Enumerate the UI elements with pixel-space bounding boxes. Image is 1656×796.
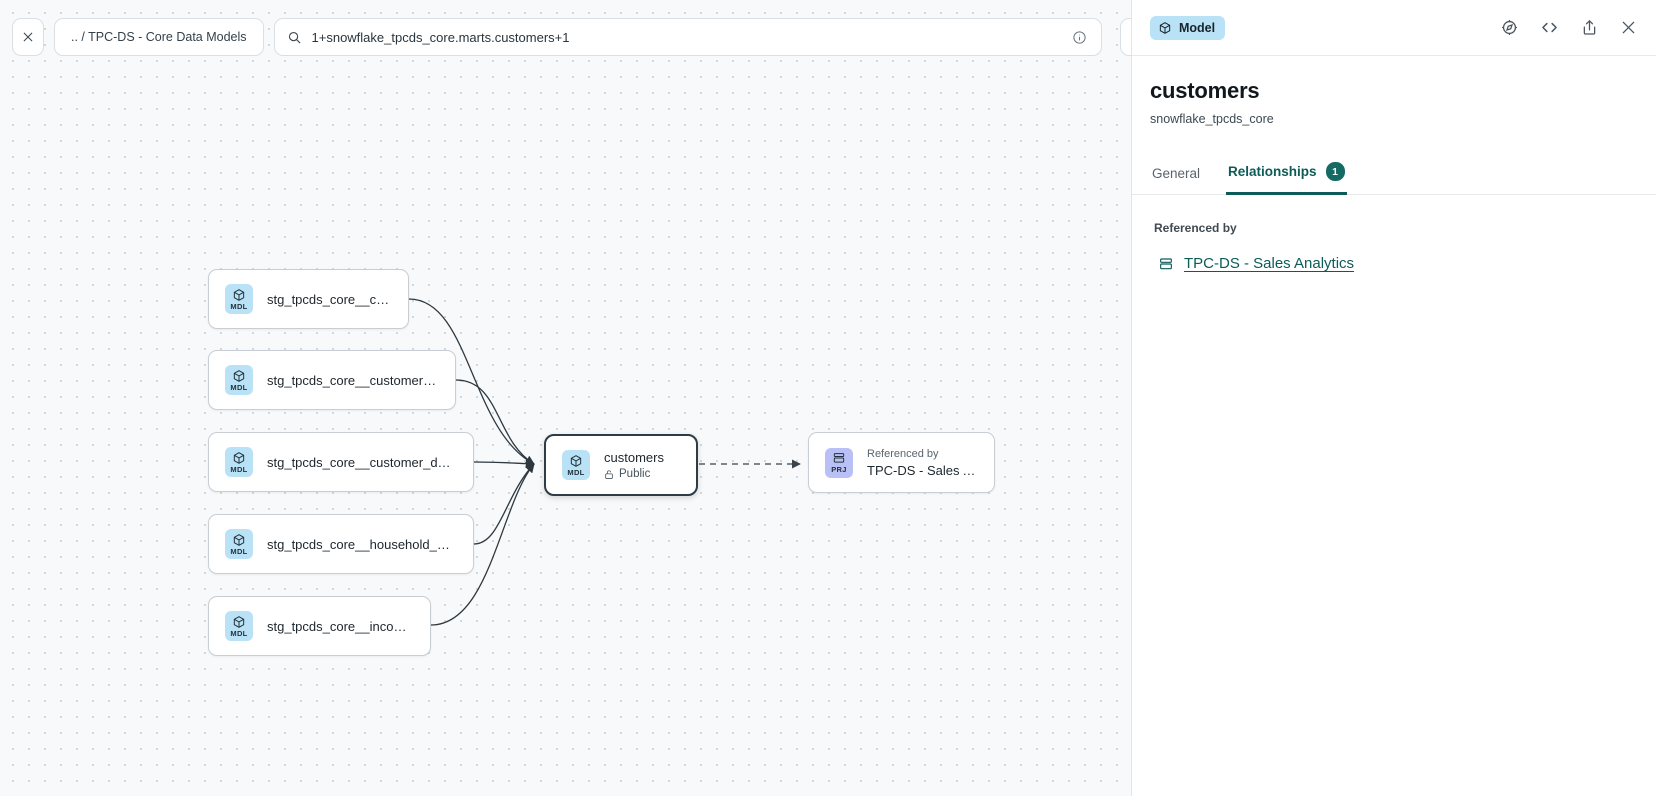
project-icon <box>833 453 845 463</box>
badge-text: MDL <box>567 467 585 477</box>
close-icon <box>23 32 33 42</box>
node-text: stg_tpcds_core__income_band <box>267 619 414 634</box>
page-subtitle: snowflake_tpcds_core <box>1150 112 1274 126</box>
node-title: stg_tpcds_core__household_demogr… <box>267 536 457 552</box>
cube-icon <box>233 369 245 382</box>
badge-text: MDL <box>230 464 248 474</box>
share-icon <box>1583 19 1596 35</box>
badge-text: MDL <box>230 382 248 392</box>
tab-general[interactable]: General <box>1150 160 1202 195</box>
search-input[interactable]: 1+snowflake_tpcds_core.marts.customers+1 <box>273 18 1102 56</box>
node-text: Referenced by TPC-DS - Sales Analytics <box>867 448 978 478</box>
search-value: 1+snowflake_tpcds_core.marts.customers+1 <box>311 29 570 45</box>
lineage-node[interactable]: MDL stg_tpcds_core__income_band <box>208 596 431 656</box>
explore-icon <box>1502 20 1517 35</box>
cube-icon <box>233 533 245 546</box>
lock-icon <box>605 469 613 479</box>
cube-icon <box>570 454 582 467</box>
code-button[interactable] <box>1539 17 1560 38</box>
panel-title-block: customers snowflake_tpcds_core <box>1132 56 1656 126</box>
tab-label: Relationships <box>1228 164 1317 179</box>
node-title: stg_tpcds_core__customer_address <box>267 372 439 388</box>
project-icon <box>1160 257 1172 269</box>
close-icon <box>1622 21 1635 34</box>
entity-type-chip: Model <box>1150 15 1226 40</box>
node-text: stg_tpcds_core__customer_address <box>267 373 439 388</box>
node-title: TPC-DS - Sales Analytics <box>867 462 978 478</box>
lineage-node-downstream[interactable]: PRJ Referenced by TPC-DS - Sales Analyti… <box>808 432 995 493</box>
entity-type-label: Model <box>1179 20 1216 35</box>
search-icon <box>288 31 301 44</box>
status-badge: 1 <box>1325 162 1345 181</box>
panel-tabs: General Relationships 1 <box>1132 156 1656 195</box>
model-badge: MDL <box>225 529 253 559</box>
cube-icon <box>1159 21 1171 34</box>
lineage-node[interactable]: MDL stg_tpcds_core__customer <box>208 269 409 329</box>
node-visibility: Public <box>604 468 664 480</box>
model-badge: MDL <box>562 450 590 480</box>
panel-header: Model <box>1132 0 1656 56</box>
list-item[interactable]: TPC-DS - Sales Analytics <box>1158 255 1638 272</box>
tab-relationships[interactable]: Relationships 1 <box>1226 156 1347 195</box>
node-title: stg_tpcds_core__income_band <box>267 618 414 634</box>
tab-label: General <box>1152 166 1201 181</box>
breadcrumb-label: .. / TPC-DS - Core Data Models <box>71 30 247 44</box>
lineage-node-selected[interactable]: MDL customers Public <box>544 434 698 496</box>
close-lineage-button[interactable] <box>12 18 44 56</box>
node-text: stg_tpcds_core__household_demogr… <box>267 537 457 552</box>
lineage-node[interactable]: MDL stg_tpcds_core__household_demogr… <box>208 514 474 574</box>
cube-icon <box>233 451 245 464</box>
breadcrumb[interactable]: .. / TPC-DS - Core Data Models <box>54 18 264 56</box>
node-text: customers Public <box>604 450 664 480</box>
details-panel: Model <box>1131 0 1656 796</box>
code-icon <box>1542 22 1557 33</box>
refresh-button[interactable] <box>1119 18 1131 56</box>
cube-icon <box>233 615 245 628</box>
lineage-node[interactable]: MDL stg_tpcds_core__customer_demogra… <box>208 432 474 492</box>
node-text: stg_tpcds_core__customer_demogra… <box>267 455 457 470</box>
node-title: customers <box>604 450 664 465</box>
close-panel-button[interactable] <box>1619 18 1638 37</box>
badge-text: PRJ <box>831 465 847 474</box>
model-badge: MDL <box>225 447 253 477</box>
share-button[interactable] <box>1580 18 1599 37</box>
model-badge: MDL <box>225 365 253 395</box>
panel-body: Referenced by TPC-DS - Sales Analytics <box>1132 195 1656 272</box>
model-badge: MDL <box>225 284 253 314</box>
cube-icon <box>233 288 245 301</box>
page-title: customers <box>1150 78 1260 103</box>
badge-text: MDL <box>230 628 248 638</box>
badge-text: MDL <box>230 301 248 311</box>
panel-actions <box>1500 17 1638 38</box>
project-badge: PRJ <box>825 447 853 478</box>
badge-text: MDL <box>230 546 248 556</box>
lineage-node[interactable]: MDL stg_tpcds_core__customer_address <box>208 350 456 410</box>
node-kicker: Referenced by <box>867 447 939 460</box>
lineage-canvas[interactable]: MDL stg_tpcds_core__customer MDL stg_tpc… <box>0 0 1131 796</box>
node-title: stg_tpcds_core__customer_demogra… <box>267 454 457 470</box>
node-text: stg_tpcds_core__customer <box>267 292 392 307</box>
explore-button[interactable] <box>1500 18 1519 37</box>
node-title: stg_tpcds_core__customer <box>267 291 392 307</box>
model-badge: MDL <box>225 611 253 641</box>
visibility-label: Public <box>619 468 651 480</box>
referenced-by-link[interactable]: TPC-DS - Sales Analytics <box>1184 255 1355 272</box>
section-label: Referenced by <box>1154 221 1237 235</box>
lineage-edges <box>408 298 801 626</box>
info-circle-icon[interactable] <box>1072 30 1087 45</box>
canvas-toolbar: .. / TPC-DS - Core Data Models 1+snowfla… <box>12 18 1131 56</box>
